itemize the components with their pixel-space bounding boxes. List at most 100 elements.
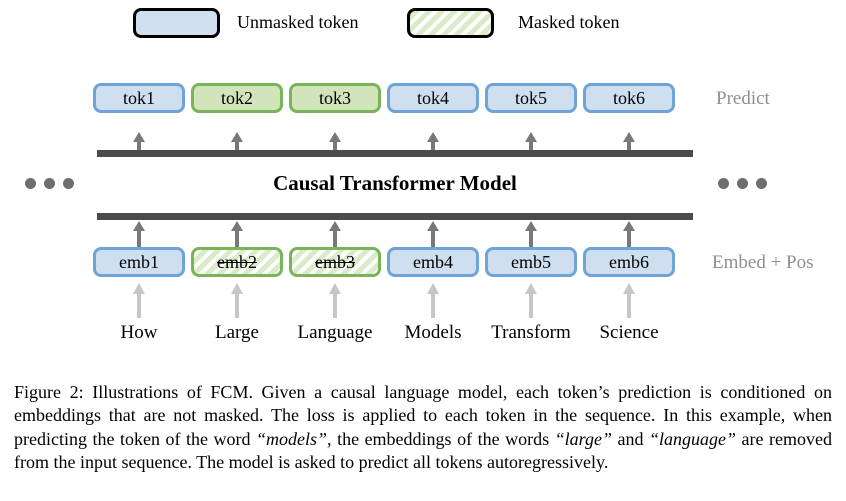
masked-token-swatch (407, 8, 494, 38)
arrow-up-icon (525, 132, 537, 150)
embedding-label: emb5 (511, 252, 551, 272)
embedding-label-struck: emb2 (217, 252, 257, 272)
predict-label: Predict (716, 88, 770, 109)
unmasked-token-swatch (133, 8, 220, 38)
input-word: Science (599, 322, 659, 343)
arrow-up-icon (231, 132, 243, 150)
arrow-tail (431, 142, 435, 150)
token-box-tok3-masked: tok3 (289, 83, 381, 113)
arrow-up-icon (525, 221, 537, 247)
unmasked-token-legend-label: Unmasked token (237, 12, 359, 32)
token-box-tok4: tok4 (387, 83, 479, 113)
arrow-tail (529, 294, 533, 318)
embedding-label: emb6 (609, 252, 649, 272)
arrow-up-icon (329, 221, 341, 247)
token-label: tok2 (220, 88, 253, 108)
token-box-tok5: tok5 (485, 83, 577, 113)
embedding-box-emb6: emb6 (583, 247, 675, 277)
arrow-up-icon (525, 283, 537, 318)
arrow-head (329, 221, 341, 231)
arrow-up-icon (623, 221, 635, 247)
arrow-tail (235, 142, 239, 150)
token-label: tok4 (416, 88, 449, 108)
arrow-up-icon (231, 221, 243, 247)
token-box-tok1: tok1 (93, 83, 185, 113)
embedding-box-emb4: emb4 (387, 247, 479, 277)
embedding-label: emb4 (413, 252, 453, 272)
embedding-label-struck: emb3 (315, 252, 355, 272)
embedding-box-emb2-masked: emb2 (191, 247, 283, 277)
transformer-bottom-bar (97, 213, 693, 220)
token-box-tok6: tok6 (583, 83, 675, 113)
input-word: How (120, 322, 158, 343)
arrow-head (231, 221, 243, 231)
arrow-tail (627, 142, 631, 150)
caption-text: and (611, 428, 649, 449)
arrow-tail (431, 294, 435, 318)
figure-caption: Figure 2: Illustrations of FCM. Given a … (14, 381, 832, 475)
dot (25, 178, 36, 189)
arrow-tail (235, 231, 239, 247)
embedding-box-emb1: emb1 (93, 247, 185, 277)
token-label: tok3 (318, 88, 351, 108)
arrow-up-icon (329, 283, 341, 318)
arrow-up-icon (427, 132, 439, 150)
arrow-tail (333, 231, 337, 247)
dot (718, 178, 729, 189)
arrow-head (133, 221, 145, 231)
arrow-up-icon (231, 283, 243, 318)
arrow-tail (529, 142, 533, 150)
arrow-tail (333, 142, 337, 150)
arrow-tail (627, 294, 631, 318)
input-word: Models (404, 322, 462, 343)
ellipsis-dots-left-icon (25, 178, 74, 189)
caption-italic-large: “large” (554, 428, 612, 449)
dot (44, 178, 55, 189)
caption-italic-language: “language” (649, 428, 737, 449)
dot (737, 178, 748, 189)
arrow-tail (137, 231, 141, 247)
transformer-top-bar (97, 150, 693, 157)
embedding-box-emb3-masked: emb3 (289, 247, 381, 277)
token-label: tok1 (122, 88, 155, 108)
arrow-tail (137, 142, 141, 150)
caption-text: are removed from the input sequence. The… (14, 428, 832, 473)
caption-text: , the embeddings of the words (327, 428, 555, 449)
causal-transformer-model-label: Causal Transformer Model (273, 171, 517, 195)
token-box-tok2-masked: tok2 (191, 83, 283, 113)
arrow-head (427, 132, 439, 142)
arrow-head (427, 283, 439, 294)
arrow-head (525, 283, 537, 294)
arrow-head (133, 283, 145, 294)
arrow-tail (137, 294, 141, 318)
input-word: Transform (491, 322, 571, 343)
masked-token-legend-label: Masked token (518, 12, 620, 32)
arrow-tail (529, 231, 533, 247)
dot (756, 178, 767, 189)
arrow-head (427, 221, 439, 231)
arrow-tail (333, 294, 337, 318)
input-word: Language (297, 322, 373, 343)
arrow-head (133, 132, 145, 142)
embedding-label: emb1 (119, 252, 159, 272)
arrow-tail (235, 294, 239, 318)
arrow-head (231, 283, 243, 294)
arrow-head (329, 283, 341, 294)
arrow-up-icon (329, 132, 341, 150)
arrow-head (329, 132, 341, 142)
ellipsis-dots-right-icon (718, 178, 767, 189)
caption-text: Figure 2: Illustrations of FCM. Given a … (14, 382, 832, 449)
embedding-box-emb5: emb5 (485, 247, 577, 277)
arrow-head (231, 132, 243, 142)
arrow-up-icon (623, 283, 635, 318)
caption-italic-models: “models” (256, 428, 328, 449)
arrow-head (623, 283, 635, 294)
arrow-up-icon (427, 283, 439, 318)
arrow-head (525, 221, 537, 231)
dot (63, 178, 74, 189)
input-word: Large (215, 322, 259, 343)
arrow-tail (431, 231, 435, 247)
arrow-up-icon (623, 132, 635, 150)
token-label: tok6 (612, 88, 645, 108)
